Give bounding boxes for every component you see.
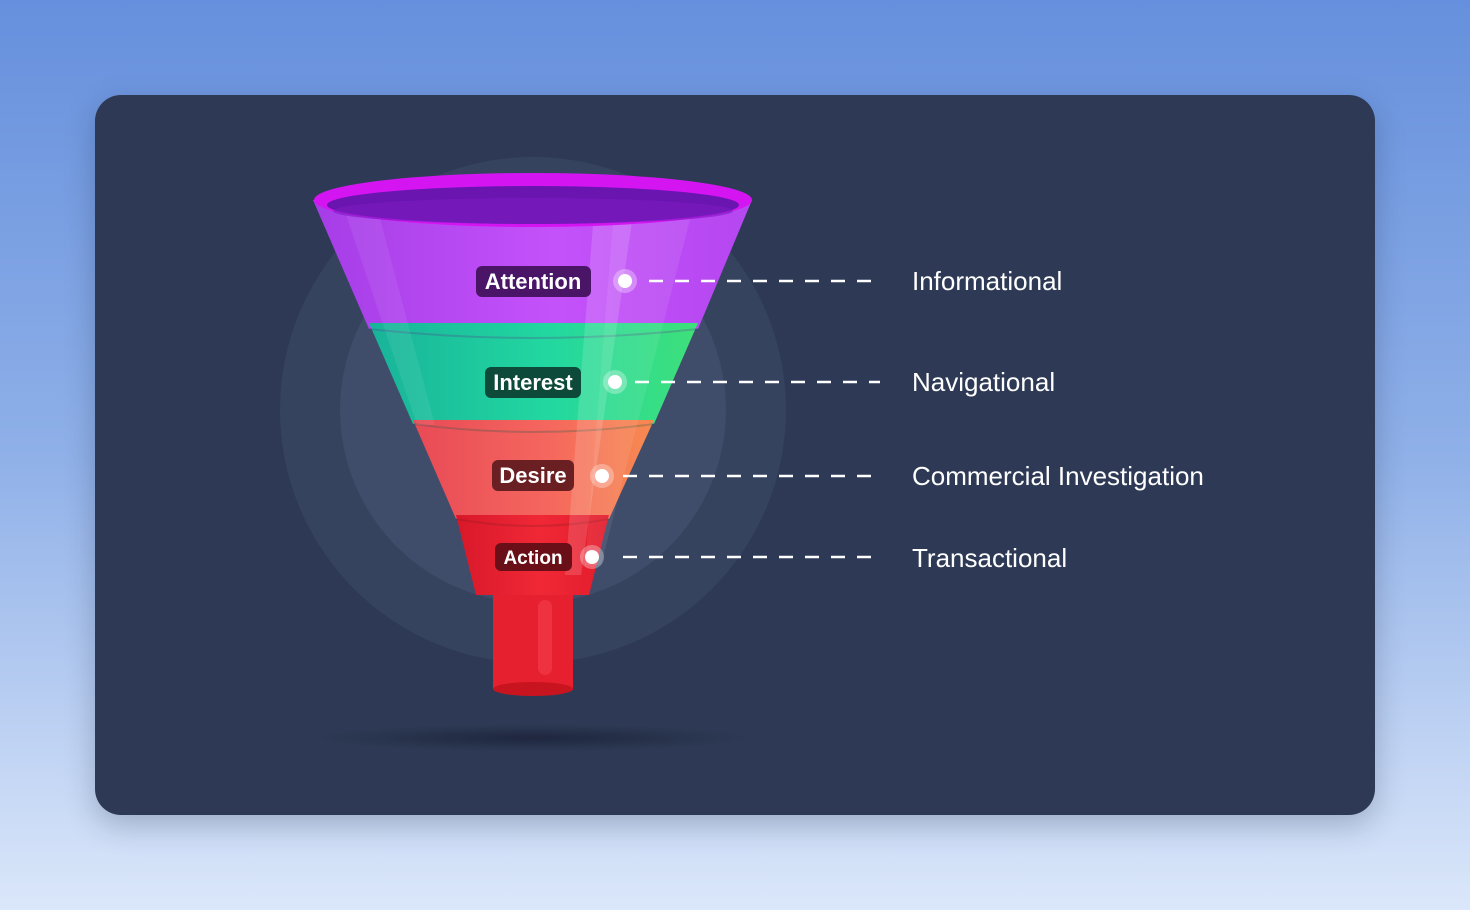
funnel-shadow [313, 724, 753, 752]
svg-text:Action: Action [503, 548, 562, 569]
svg-text:Desire: Desire [499, 463, 566, 488]
stage-label-navigational: Navigational [912, 367, 1056, 397]
funnel-spout [493, 595, 573, 693]
stage-tag-action: Action [495, 543, 572, 571]
svg-text:Attention: Attention [485, 269, 582, 294]
stage-tag-interest: Interest [485, 367, 581, 398]
stage-tag-attention: Attention [476, 266, 591, 297]
funnel-diagram: Attention Interest Desire Action [280, 157, 880, 752]
svg-text:Interest: Interest [493, 370, 573, 395]
stage-label-commercial-investigation: Commercial Investigation [912, 461, 1204, 491]
stage-tag-desire: Desire [492, 460, 574, 491]
diagram-card: Attention Interest Desire Action Informa… [95, 95, 1375, 815]
stage-label-transactional: Transactional [912, 543, 1068, 573]
funnel-band-attention [313, 200, 752, 329]
stage-label-informational: Informational [912, 266, 1063, 296]
